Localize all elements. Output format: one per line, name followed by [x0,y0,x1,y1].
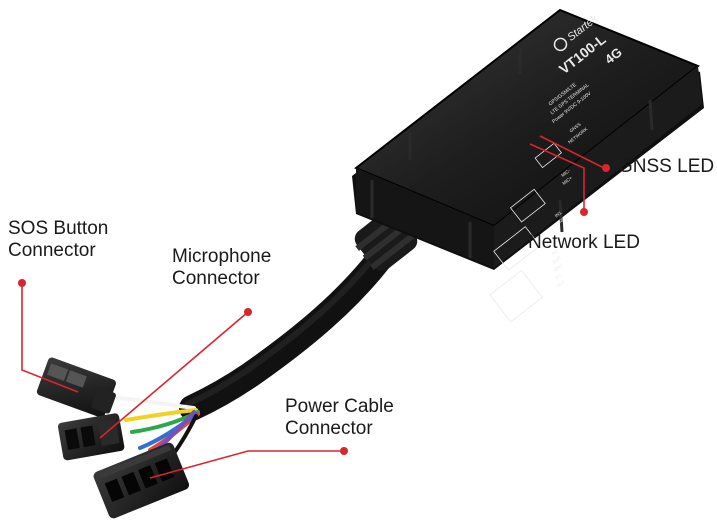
acc-text: ACC [555,278,566,288]
mic-plus-text: MIC+ [561,175,573,186]
gnd2-text: GND [553,262,565,273]
power-diagram [489,269,543,323]
in2-text: IN2 [551,248,560,257]
sos-label-line1: SOS Button [8,218,109,239]
tracker-device [352,8,704,270]
power-label-line1: Power Cable [285,396,394,417]
microphone-connector-label: Microphone Connector [172,246,271,290]
gnss-text: GNSS [569,122,582,134]
sos-label-line2: Connector [8,240,96,261]
mic-marker-icon [244,308,252,316]
dc-text: DC [554,272,563,280]
mic-label-line2: Connector [172,268,260,289]
callout-lines [21,135,605,479]
microphone-connector [57,413,125,461]
mic-minus-text: MIC- [560,168,571,178]
main-cable [179,235,401,421]
io-diagram [493,226,541,271]
sos-connector [36,357,116,418]
power-marker-icon [340,447,348,455]
network-label-line1: Network LED [528,232,640,253]
power-connector [93,442,190,519]
out-text: OUT [552,255,563,265]
sos-connector-label: SOS Button Connector [8,218,108,262]
gnss-callout-line [539,135,605,169]
brand-logo-icon [553,37,568,52]
mic-callout-line [99,311,249,439]
network-marker-icon [580,208,588,216]
gnd-text: GND [555,216,567,227]
network-led-label: Network LED [528,232,640,254]
sos-callout-line [21,283,79,393]
callout-dots [18,164,610,455]
power-label-line2: Connector [285,418,373,439]
sos-marker-icon [18,279,26,287]
gnss-label-line1: GNSS LED [618,156,715,177]
in1-text: IN1 [554,210,563,219]
power-callout-line [149,450,344,479]
gnss-marker-icon [602,164,610,172]
network-callout-line [529,143,585,210]
power-connector-label: Power Cable Connector [285,396,394,440]
mic-diagram [509,188,546,223]
gnss-led-label: GNSS LED [618,156,714,178]
mic-label-line1: Microphone [172,246,272,267]
